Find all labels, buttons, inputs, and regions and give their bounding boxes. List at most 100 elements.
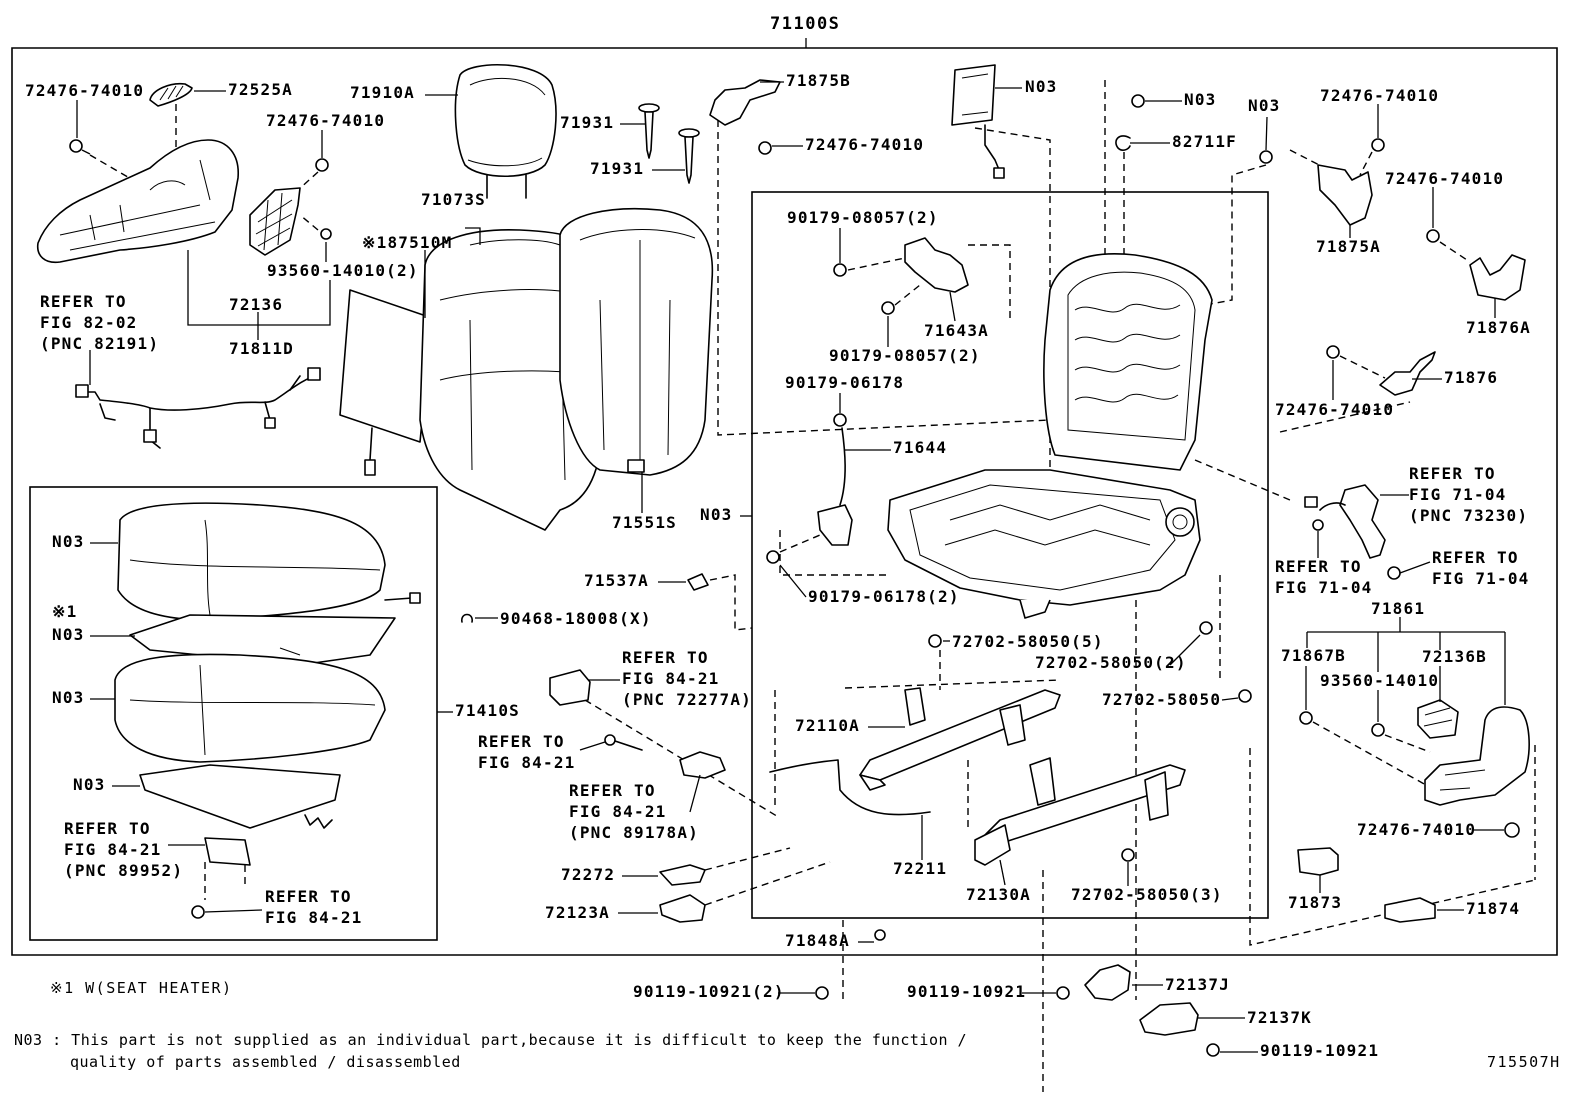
- refer-note-line: (PNC 82191): [40, 334, 160, 353]
- cover-72136: [249, 187, 301, 256]
- part-number-label: 90179-08057(2): [787, 208, 939, 227]
- refer-note: REFER TO FIG 84-21: [478, 731, 576, 773]
- clip-71873: [1297, 847, 1339, 876]
- part-number-label: 72476-74010: [1385, 169, 1505, 188]
- part-number-label: 71551S: [612, 513, 677, 532]
- seat-back-pad-71551S: [559, 207, 714, 476]
- part-number-label: 93560-14010(2): [267, 261, 419, 280]
- refer-note-line: FIG 84-21: [64, 840, 162, 859]
- part-number-label: N03: [1025, 77, 1058, 96]
- refer-note-line: FIG 71-04: [1275, 578, 1373, 597]
- refer-note-line: (PNC 72277A): [622, 690, 752, 709]
- part-number-label: N03: [52, 532, 85, 551]
- part-number-label: ※187510M: [362, 233, 453, 252]
- part-number-label: 90179-06178: [785, 373, 905, 392]
- cover-72136B: [1417, 699, 1459, 739]
- part-number-label: 72136B: [1422, 647, 1487, 666]
- part-number-label: 72702-58050: [1102, 690, 1222, 709]
- seat-track-72130A: [974, 757, 1186, 866]
- part-number-label: 90119-10921(2): [633, 982, 785, 1001]
- side-shield-71811D: [36, 139, 239, 264]
- refer-note-line: REFER TO: [1409, 464, 1496, 483]
- part-number-label: 72476-74010: [1275, 400, 1395, 419]
- part-number-label: 90179-08057(2): [829, 346, 981, 365]
- part-number-label: 71410S: [455, 701, 520, 720]
- heater-switch-89952: [204, 837, 251, 866]
- refer-note-line: (PNC 89952): [64, 861, 184, 880]
- part-number-label: 71876A: [1466, 318, 1531, 337]
- heater-footnote: ※1 W(SEAT HEATER): [50, 979, 233, 997]
- refer-note-line: FIG 71-04: [1409, 485, 1507, 504]
- refer-note-line: REFER TO: [40, 292, 127, 311]
- diagram-frames: [11, 38, 1558, 956]
- part-number-label: 71644: [893, 438, 948, 457]
- part-number-label: 72476-74010: [1320, 86, 1440, 105]
- wire-71644: [817, 427, 853, 546]
- refer-note-line: FIG 84-21: [265, 908, 363, 927]
- refer-note: REFER TO FIG 84-21 (PNC 89178A): [569, 780, 699, 843]
- part-number-label: 72476-74010: [25, 81, 145, 100]
- bracket-71876A: [1469, 254, 1526, 301]
- part-number-label: 90119-10921: [1260, 1041, 1380, 1060]
- armrest-switch-N03: [951, 64, 1005, 179]
- part-number-label: 90179-06178(2): [808, 587, 960, 606]
- refer-note-line: REFER TO: [1275, 557, 1362, 576]
- part-number-label: 72130A: [966, 885, 1031, 904]
- shield-71861: [1424, 706, 1530, 806]
- part-number-label: 90468-18008(X): [500, 609, 652, 628]
- refer-note-line: REFER TO: [265, 887, 352, 906]
- part-number-label: 71811D: [229, 339, 294, 358]
- part-number-label: 72272: [561, 865, 616, 884]
- part-number-label: 72476-74010: [266, 111, 386, 130]
- n03-footnote-line1: N03 : This part is not supplied as an in…: [14, 1031, 968, 1049]
- assembly-label: 71100S: [770, 14, 841, 34]
- part-number-label: N03: [1248, 96, 1281, 115]
- cover-71874: [1384, 897, 1436, 923]
- headrest-71910A: [454, 63, 557, 199]
- part-number-label: 71874: [1466, 899, 1521, 918]
- lever-71876: [1379, 351, 1436, 396]
- part-number-label: 72110A: [795, 716, 860, 735]
- seat-cushion-cover: [117, 502, 421, 621]
- refer-note-line: REFER TO: [1432, 548, 1519, 567]
- part-number-label: 71876: [1444, 368, 1499, 387]
- part-number-label: 72476-74010: [1357, 820, 1477, 839]
- cushion-bottom-sheet: [139, 764, 341, 829]
- refer-note: REFER TO FIG 84-21 (PNC 72277A): [622, 647, 752, 710]
- seat-cushion-frame: [887, 469, 1201, 619]
- seat-belt-buckle-73230: [1304, 484, 1386, 559]
- dashed-assembly-lines: [89, 80, 1536, 1092]
- knob-72525A: [149, 82, 193, 107]
- part-number-label: ※1: [52, 602, 78, 621]
- part-number-label: 72476-74010: [805, 135, 925, 154]
- part-number-label: 71848A: [785, 931, 850, 950]
- small-parts-middle: [461, 573, 1199, 1036]
- seat-back-frame: [1043, 252, 1213, 471]
- refer-note-line: REFER TO: [64, 819, 151, 838]
- part-number-label: N03: [700, 505, 733, 524]
- part-number-label: 71537A: [584, 571, 649, 590]
- part-number-label: 72137J: [1165, 975, 1230, 994]
- part-number-label: 71875A: [1316, 237, 1381, 256]
- refer-note: REFER TO FIG 71-04: [1275, 556, 1373, 598]
- refer-note: REFER TO FIG 71-04 (PNC 73230): [1409, 463, 1528, 526]
- refer-note: REFER TO FIG 84-21 (PNC 89952): [64, 818, 183, 881]
- part-number-label: N03: [73, 775, 106, 794]
- part-number-label: N03: [52, 625, 85, 644]
- part-number-label: 71867B: [1281, 646, 1346, 665]
- part-number-label: 72525A: [228, 80, 293, 99]
- bracket-71875B: [709, 79, 781, 126]
- heater-sheet-87510M: [339, 289, 433, 476]
- seat-cushion-pad: [114, 653, 386, 763]
- part-number-label: 72211: [893, 859, 948, 878]
- refer-note: REFER TO FIG 71-04: [1432, 547, 1530, 589]
- refer-note-line: REFER TO: [569, 781, 656, 800]
- part-number-label: 71861: [1371, 599, 1426, 618]
- refer-note-line: FIG 82-02: [40, 313, 138, 332]
- part-number-label: 72702-58050(5): [952, 632, 1104, 651]
- clip-82711F: [1115, 135, 1131, 151]
- n03-footnote-line2: quality of parts assembled / disassemble…: [70, 1053, 461, 1071]
- part-number-label: 72137K: [1247, 1008, 1312, 1027]
